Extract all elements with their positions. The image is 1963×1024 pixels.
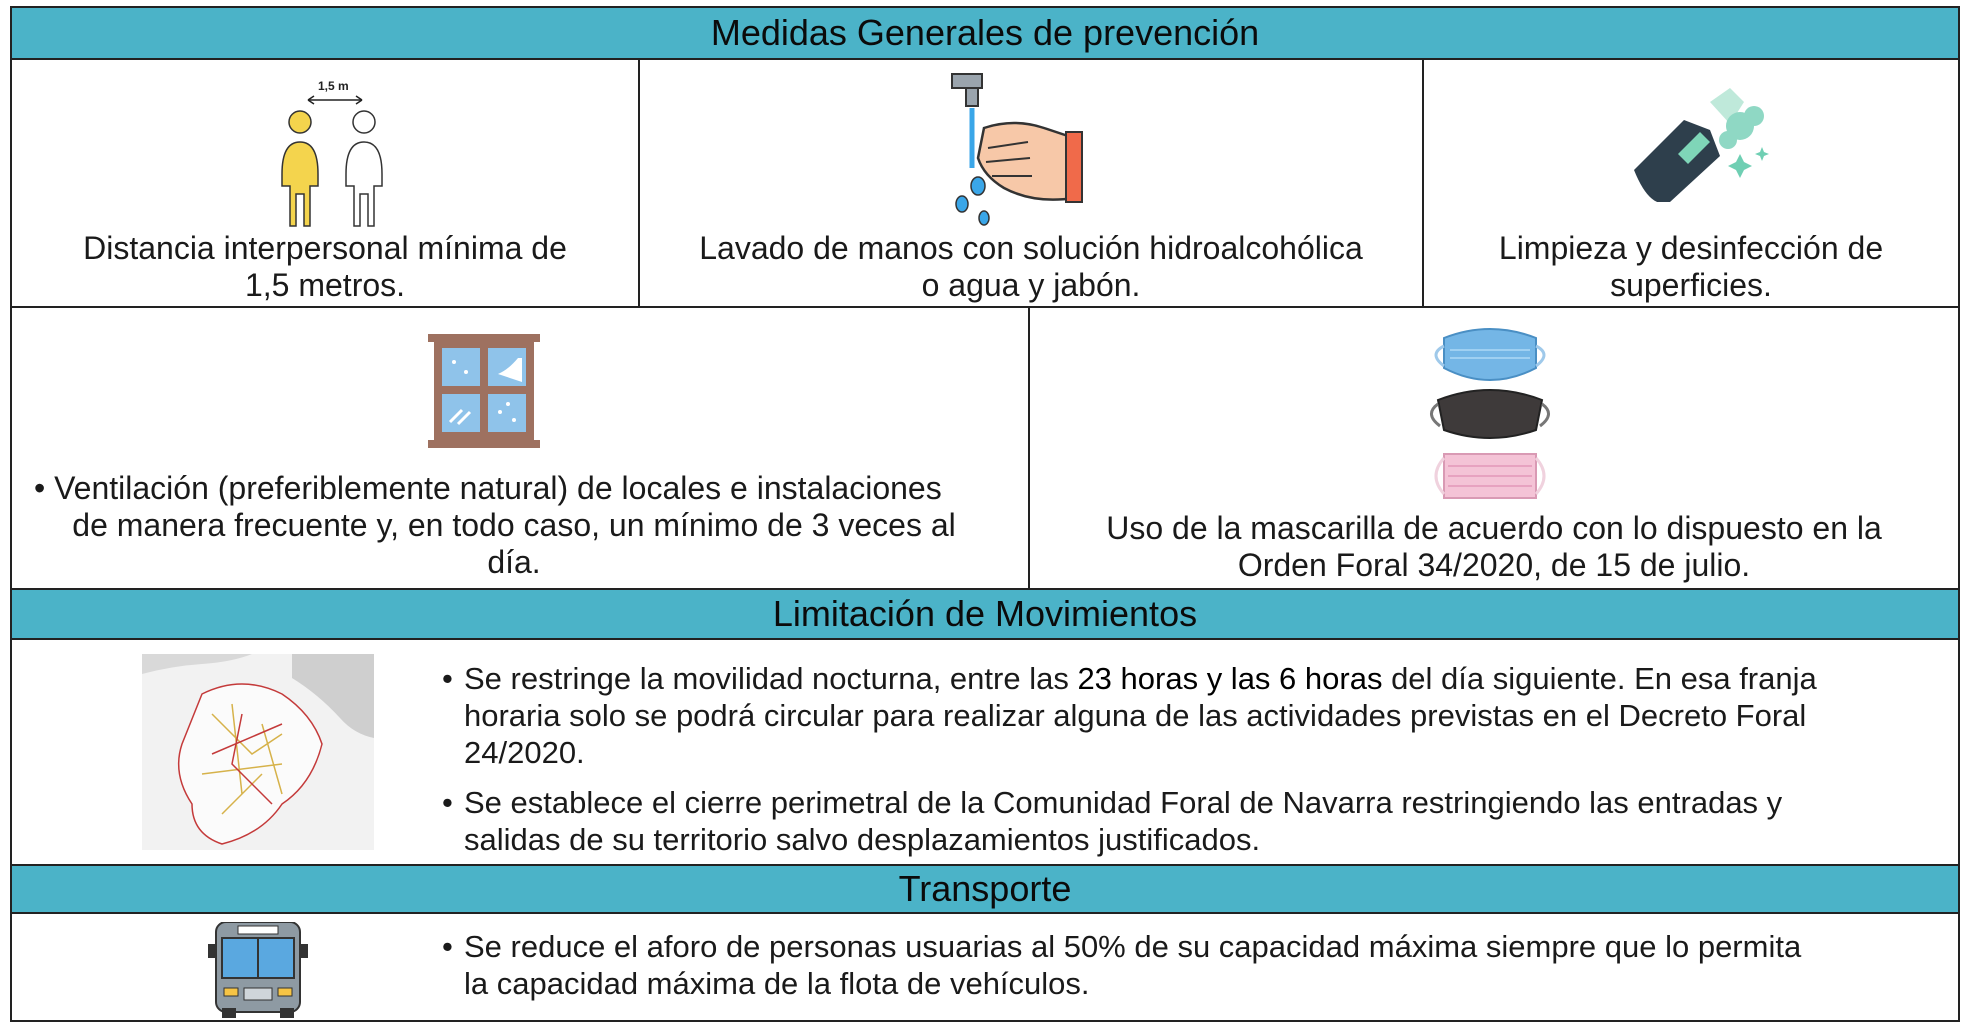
measure-text-line: Lavado de manos con solución hidroalcohó… [699, 230, 1363, 266]
window-icon [428, 334, 540, 448]
bus-icon [208, 922, 308, 1018]
column-divider [638, 60, 640, 308]
section-header-general: Medidas Generales de prevención [12, 6, 1958, 60]
measure-ventilation: • Ventilación (preferiblemente natural) … [12, 308, 1028, 588]
column-divider [1422, 60, 1424, 308]
column-divider [1028, 308, 1030, 588]
movement-bullet: • Se restringe la movilidad nocturna, en… [442, 661, 1817, 770]
measure-text-line: 1,5 metros. [244, 267, 406, 303]
measure-text-line: Orden Foral 34/2020, de 15 de julio. [1237, 547, 1751, 583]
section-title: Medidas Generales de prevención [710, 12, 1260, 53]
measure-text-line: superficies. [1610, 267, 1772, 303]
measure-text-line: de manera frecuente y, en todo caso, un … [72, 507, 956, 543]
transport-bullet: • Se reduce el aforo de personas usuaria… [442, 929, 1802, 1001]
measure-text-line: Uso de la mascarilla de acuerdo con lo d… [1106, 510, 1882, 546]
measure-disinfection: Limpieza y desinfección de superficies. [1424, 60, 1958, 306]
face-masks-icon [1430, 328, 1550, 499]
measure-distance: 1,5 m Distancia interpersonal mínima de … [12, 60, 638, 306]
navarra-map-icon [142, 654, 374, 850]
movement-bullet: • Se establece el cierre perimetral de l… [442, 785, 1783, 857]
measure-hand-washing: Lavado de manos con solución hidroalcohó… [640, 60, 1422, 306]
spray-bottle-icon [1634, 88, 1769, 202]
measure-text-line: Distancia interpersonal mínima de [83, 230, 567, 266]
section-header-movement: Limitación de Movimientos [12, 588, 1958, 640]
section-title: Transporte [898, 868, 1072, 909]
measure-text-line: Ventilación (preferiblemente natural) de… [54, 470, 942, 506]
highlighted-hours: 23 horas y las 6 horas [1077, 661, 1383, 696]
social-distance-icon: 1,5 m [281, 79, 383, 227]
row-divider [12, 306, 1958, 308]
measure-masks: Uso de la mascarilla de acuerdo con lo d… [1030, 308, 1958, 588]
bullet-marker: • [34, 470, 46, 506]
measures-table: Medidas Generales de prevención 1,5 m Di… [10, 6, 1960, 1022]
measure-text-line: Limpieza y desinfección de [1498, 230, 1884, 266]
hand-washing-icon [951, 73, 1083, 226]
measure-text-line: día. [487, 544, 541, 580]
section-header-transport: Transporte [12, 864, 1958, 914]
measure-text-line: o agua y jabón. [921, 267, 1141, 303]
section-title: Limitación de Movimientos [772, 593, 1198, 634]
svg-text:1,5 m: 1,5 m [318, 79, 349, 93]
